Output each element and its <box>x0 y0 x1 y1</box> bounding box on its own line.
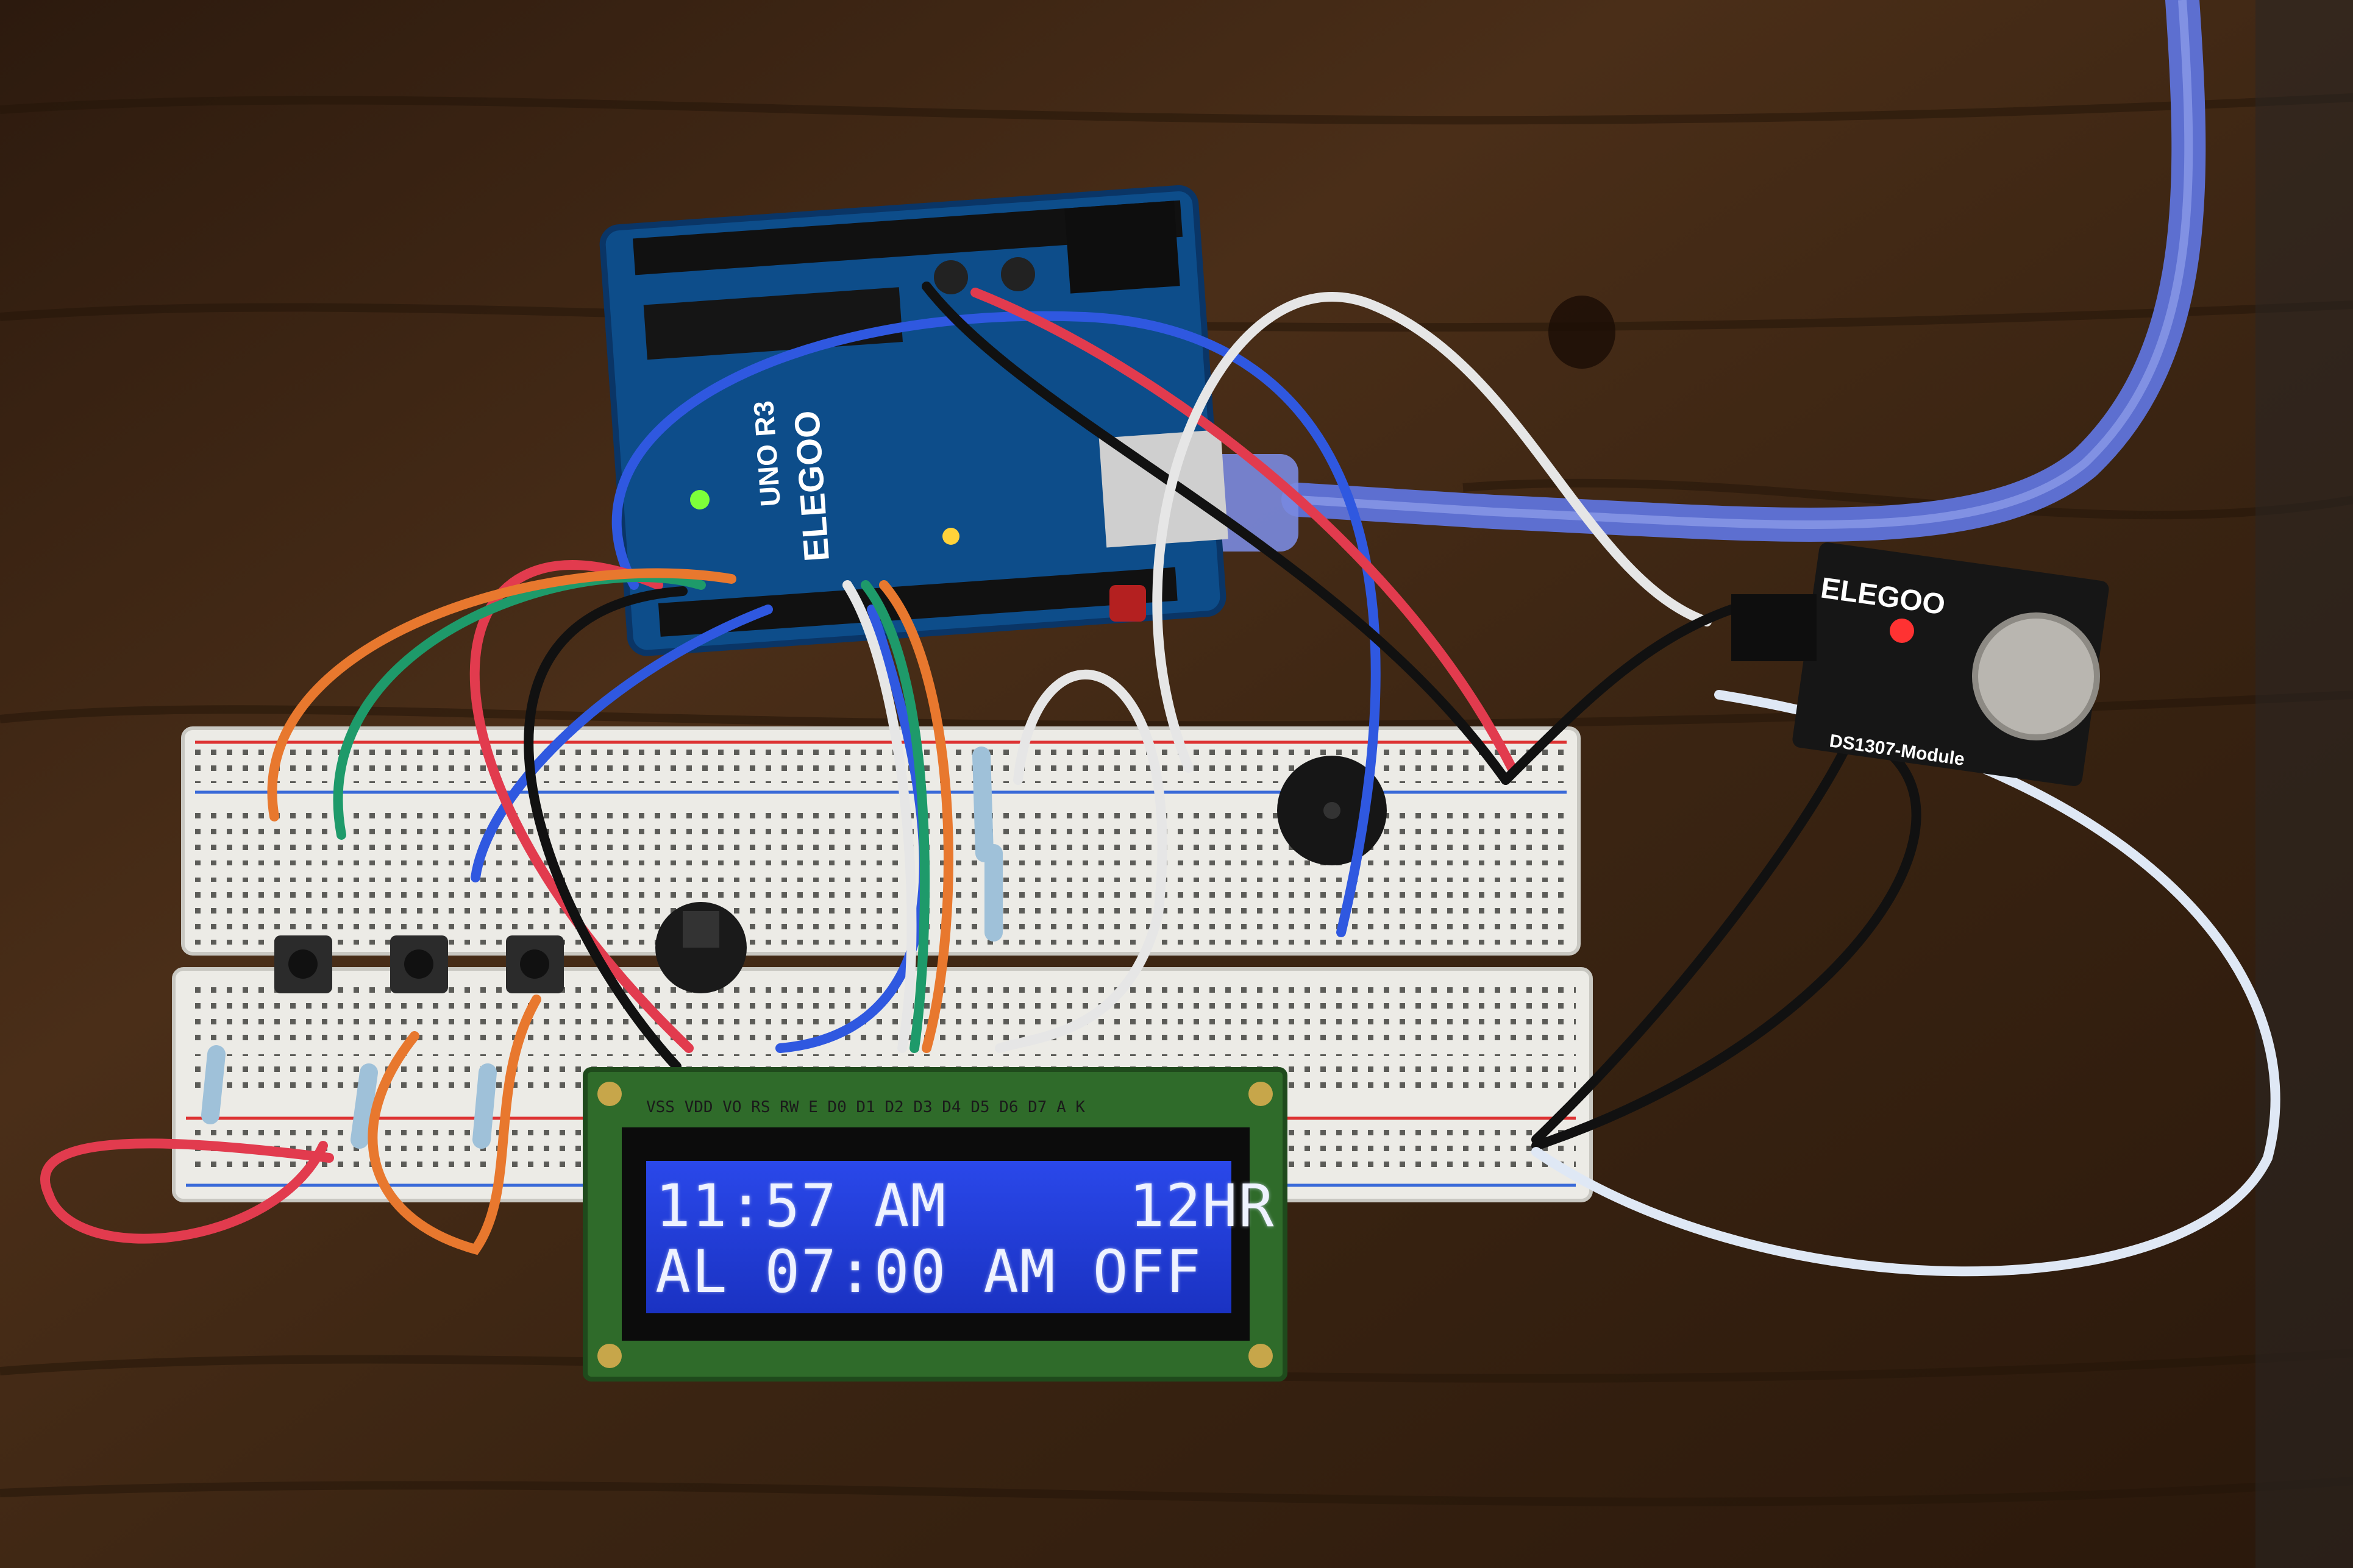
rtc-coin-battery <box>1972 612 2100 740</box>
lcd-line-2: AL 07:00 AM OFF <box>655 1238 1202 1306</box>
arduino-model-text: UNO R3 <box>747 400 786 508</box>
status-led <box>942 528 959 545</box>
lcd-screen <box>646 1161 1231 1313</box>
wood-knot <box>1548 296 1615 369</box>
lcd-1602-module: VSS VDD VO RS RW E D0 D1 D2 D3 D4 D5 D6 … <box>583 1067 1287 1382</box>
reset-button <box>1109 585 1146 622</box>
dc-jack <box>1064 200 1180 294</box>
push-buttons <box>274 935 564 993</box>
ds1307-rtc-module: ELEGOO DS1307-Module <box>1731 542 2109 786</box>
glass-panel <box>2255 0 2353 1568</box>
power-led <box>690 490 710 509</box>
resistors <box>201 747 1003 1149</box>
arduino-header-top <box>633 200 1183 275</box>
jumper-wires <box>40 282 2280 1277</box>
rtc-power-led <box>1890 619 1914 643</box>
arduino-header-bottom <box>658 567 1178 637</box>
arduino-uno-board: UNO R3 ELEGOO <box>599 185 1228 656</box>
lcd-pin-labels: VSS VDD VO RS RW E D0 D1 D2 D3 D4 D5 D6 … <box>646 1098 1085 1116</box>
lcd-display-text: 11:57 AM 12HR AL 07:00 AM OFF <box>655 1172 1275 1313</box>
lcd-line-1: 11:57 AM 12HR <box>655 1172 1275 1240</box>
